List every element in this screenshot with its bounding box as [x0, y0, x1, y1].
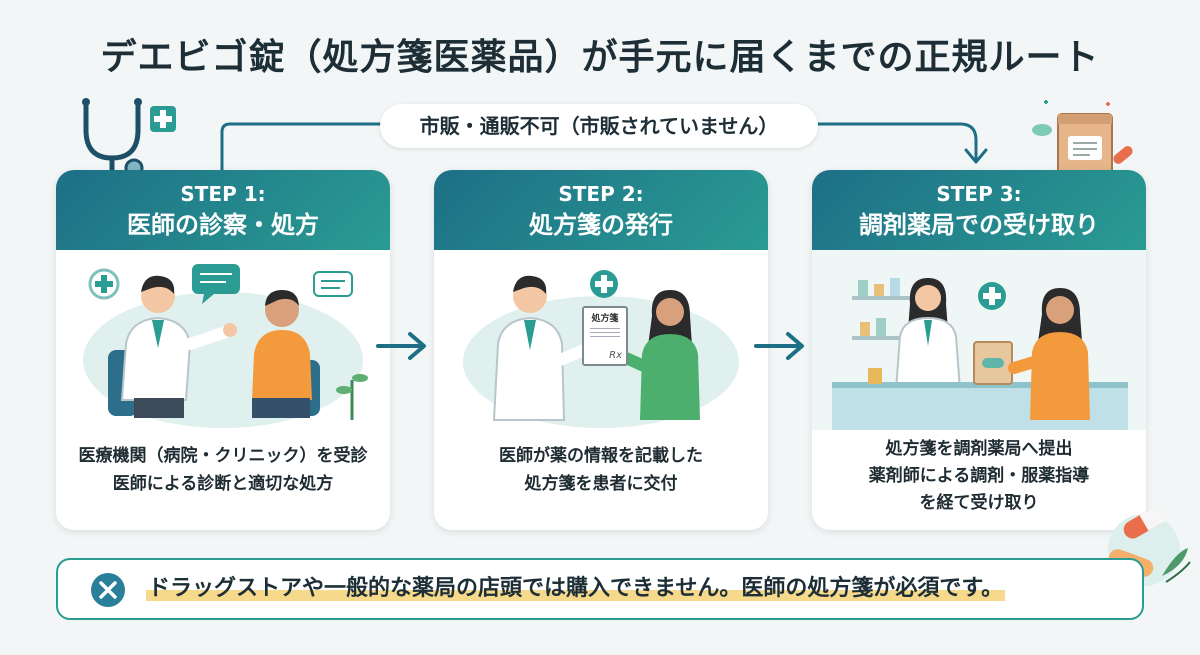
prescription-document: 処方箋 Rx	[582, 306, 628, 366]
step-2-title: 処方箋の発行	[529, 211, 673, 239]
step-1-line-2: 医師による診断と適切な処方	[112, 474, 334, 494]
step-1-description: 医療機関（病院・クリニック）を受診 医師による診断と適切な処方	[56, 442, 390, 498]
page-title: デエビゴ錠（処方箋医薬品）が手元に届くまでの正規ルート	[100, 37, 1100, 78]
step-3-title: 調剤薬局での受け取り	[859, 211, 1099, 239]
step-arrow-2-icon	[754, 332, 804, 360]
step-3-label: STEP 3:	[936, 182, 1022, 206]
route-arrow-head	[964, 148, 988, 164]
prescription-doc-label: 処方箋	[591, 314, 619, 324]
step-2-card: STEP 2: 処方箋の発行 処方箋 Rx	[434, 170, 768, 530]
step-3-line-3: を経て受け取り	[919, 493, 1039, 513]
step-1-line-1: 医療機関（病院・クリニック）を受診	[78, 446, 368, 466]
step-2-label: STEP 2:	[558, 182, 644, 206]
step-3-description: 処方箋を調剤薬局へ提出 薬剤師による調剤・服薬指導 を経て受け取り	[812, 436, 1146, 517]
doctor-consultation-illustration	[83, 264, 368, 428]
step-arrow-1-icon	[376, 332, 426, 360]
pharmacy-illustration	[812, 250, 1146, 430]
step-3-line-2: 薬剤師による調剤・服薬指導	[868, 466, 1090, 486]
warning-text-highlight: ドラッグストアや一般的な薬局の店頭では購入できません。医師の処方箋が必須です。	[146, 576, 1006, 601]
close-x-icon	[91, 573, 125, 607]
step-1-header: STEP 1: 医師の診察・処方	[56, 170, 390, 250]
step-2-header: STEP 2: 処方箋の発行	[434, 170, 768, 250]
step-2-description: 医師が薬の情報を記載した 処方箋を患者に交付	[434, 442, 768, 498]
warning-banner: ドラッグストアや一般的な薬局の店頭では購入できません。医師の処方箋が必須です。	[56, 558, 1144, 620]
step-2-line-1: 医師が薬の情報を記載した	[499, 446, 703, 466]
step-1-card: STEP 1: 医師の診察・処方	[56, 170, 390, 530]
rx-symbol: Rx	[609, 350, 622, 361]
medicine-bag-icon	[1032, 100, 1133, 177]
step-1-title: 医師の診察・処方	[127, 211, 319, 239]
step-3-header: STEP 3: 調剤薬局での受け取り	[812, 170, 1146, 250]
step-1-label: STEP 1:	[180, 182, 266, 206]
step-2-line-2: 処方箋を患者に交付	[524, 474, 678, 494]
warning-text: ドラッグストアや一般的な薬局の店頭では購入できません。医師の処方箋が必須です。	[146, 570, 1006, 608]
route-note-badge: 市販・通販不可（市販されていません）	[380, 104, 818, 148]
step-3-line-1: 処方箋を調剤薬局へ提出	[885, 439, 1073, 459]
step-3-card: STEP 3: 調剤薬局での受け取り 処	[812, 170, 1146, 530]
prescription-illustration: 処方箋 Rx	[434, 250, 768, 430]
